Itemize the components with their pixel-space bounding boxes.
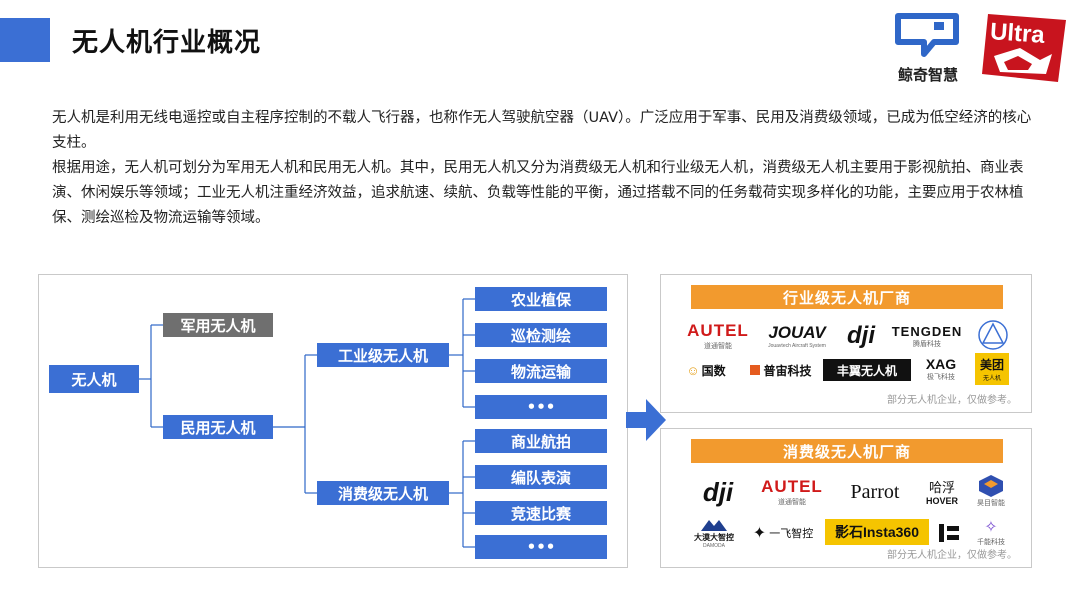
- i-equal-logo-icon: [935, 519, 963, 547]
- puyou-logo: 普宙科技: [741, 359, 821, 381]
- autel-logo: AUTEL 道通智能: [687, 321, 749, 350]
- consumer-vendors-panel: 消费级无人机厂商 dji AUTEL 道通智能 Parrot 哈浮 HOVER …: [660, 428, 1032, 568]
- xag-logo: XAG 极飞科技: [925, 356, 957, 381]
- uav-classification-tree: 无人机 军用无人机 民用无人机 工业级无人机 消费级无人机 农业植保 巡检测绘 …: [38, 274, 628, 568]
- insta360-logo: 影石Insta360: [825, 519, 929, 545]
- tree-connector-lines: [139, 298, 475, 548]
- industry-vendors-panel: 行业级无人机厂商 AUTEL 道通智能 JOUAV Jouavtech Airc…: [660, 274, 1032, 413]
- ultra-logo-icon: [982, 14, 1066, 82]
- use-racing: 竞速比赛: [475, 501, 607, 525]
- meituan-logo: 美团 无人机: [975, 353, 1009, 385]
- intro-text: 无人机是利用无线电遥控或自主程序控制的不载人飞行器，也称作无人驾驶航空器（UAV…: [52, 106, 1032, 231]
- jingqi-logo-text: 鲸奇智慧: [897, 66, 958, 84]
- jouav-logo: JOUAV Jouavtech Aircraft System: [768, 323, 826, 349]
- page-title: 无人机行业概况: [72, 28, 262, 58]
- fengyi-logo: 丰翼无人机: [823, 359, 911, 381]
- parrot-logo: Parrot: [850, 480, 900, 503]
- use-logistics: 物流运输: [475, 359, 607, 383]
- right-arrow-icon: [626, 399, 666, 441]
- yifei-logo: ✦ 一飞智控: [752, 525, 814, 542]
- title-accent-block: [0, 18, 50, 62]
- tree-node-consumer: 消费级无人机: [317, 481, 449, 505]
- consumer-vendors-title: 消费级无人机厂商: [691, 439, 1003, 463]
- industry-vendors-title: 行业级无人机厂商: [691, 285, 1003, 309]
- use-consumer-more: •••: [475, 535, 607, 559]
- triangle-emblem-logo-icon: [978, 320, 1008, 350]
- tree-node-military: 军用无人机: [163, 313, 273, 337]
- intro-paragraph-1: 无人机是利用无线电遥控或自主程序控制的不载人飞行器，也称作无人驾驶航空器（UAV…: [52, 110, 1032, 151]
- tree-node-uav: 无人机: [49, 365, 139, 393]
- consumer-vendors-note: 部分无人机企业，仅做参考。: [887, 550, 1017, 561]
- damoda-logo-icon: [701, 519, 727, 531]
- use-aerial-photo: 商业航拍: [475, 429, 607, 453]
- use-industrial-more: •••: [475, 395, 607, 419]
- qianneng-logo: ✧ 千能科技: [977, 519, 1005, 546]
- autel-consumer-logo: AUTEL 道通智能: [761, 477, 823, 506]
- dji-consumer-logo: dji: [702, 476, 734, 507]
- damoda-logo: 大漠大智控 DAMODA: [685, 517, 743, 549]
- use-inspection-mapping: 巡检测绘: [475, 323, 607, 347]
- jingqi-logo: 鲸奇智慧: [888, 12, 968, 86]
- use-formation-show: 编队表演: [475, 465, 607, 489]
- tengden-logo: TENGDEN 腾盾科技: [891, 323, 963, 348]
- industry-vendors-note: 部分无人机企业，仅做参考。: [887, 395, 1017, 406]
- tree-node-civil: 民用无人机: [163, 415, 273, 439]
- use-agri-spraying: 农业植保: [475, 287, 607, 311]
- jingqi-logo-icon: [895, 13, 959, 57]
- guoshu-logo: ☺ 国数: [686, 362, 726, 378]
- hg-logo: 昊目智能: [971, 473, 1011, 509]
- hover-logo: 哈浮 HOVER: [925, 479, 958, 506]
- intro-paragraph-2: 根据用途，无人机可划分为军用无人机和民用无人机。其中，民用无人机又分为消费级无人…: [52, 160, 1024, 226]
- hg-logo-icon: [979, 475, 1003, 497]
- dji-logo: dji: [847, 322, 875, 349]
- ultra-logo-text: Ultra: [989, 18, 1046, 49]
- tree-node-industrial: 工业级无人机: [317, 343, 449, 367]
- ultra-logo: Ultra: [980, 10, 1070, 86]
